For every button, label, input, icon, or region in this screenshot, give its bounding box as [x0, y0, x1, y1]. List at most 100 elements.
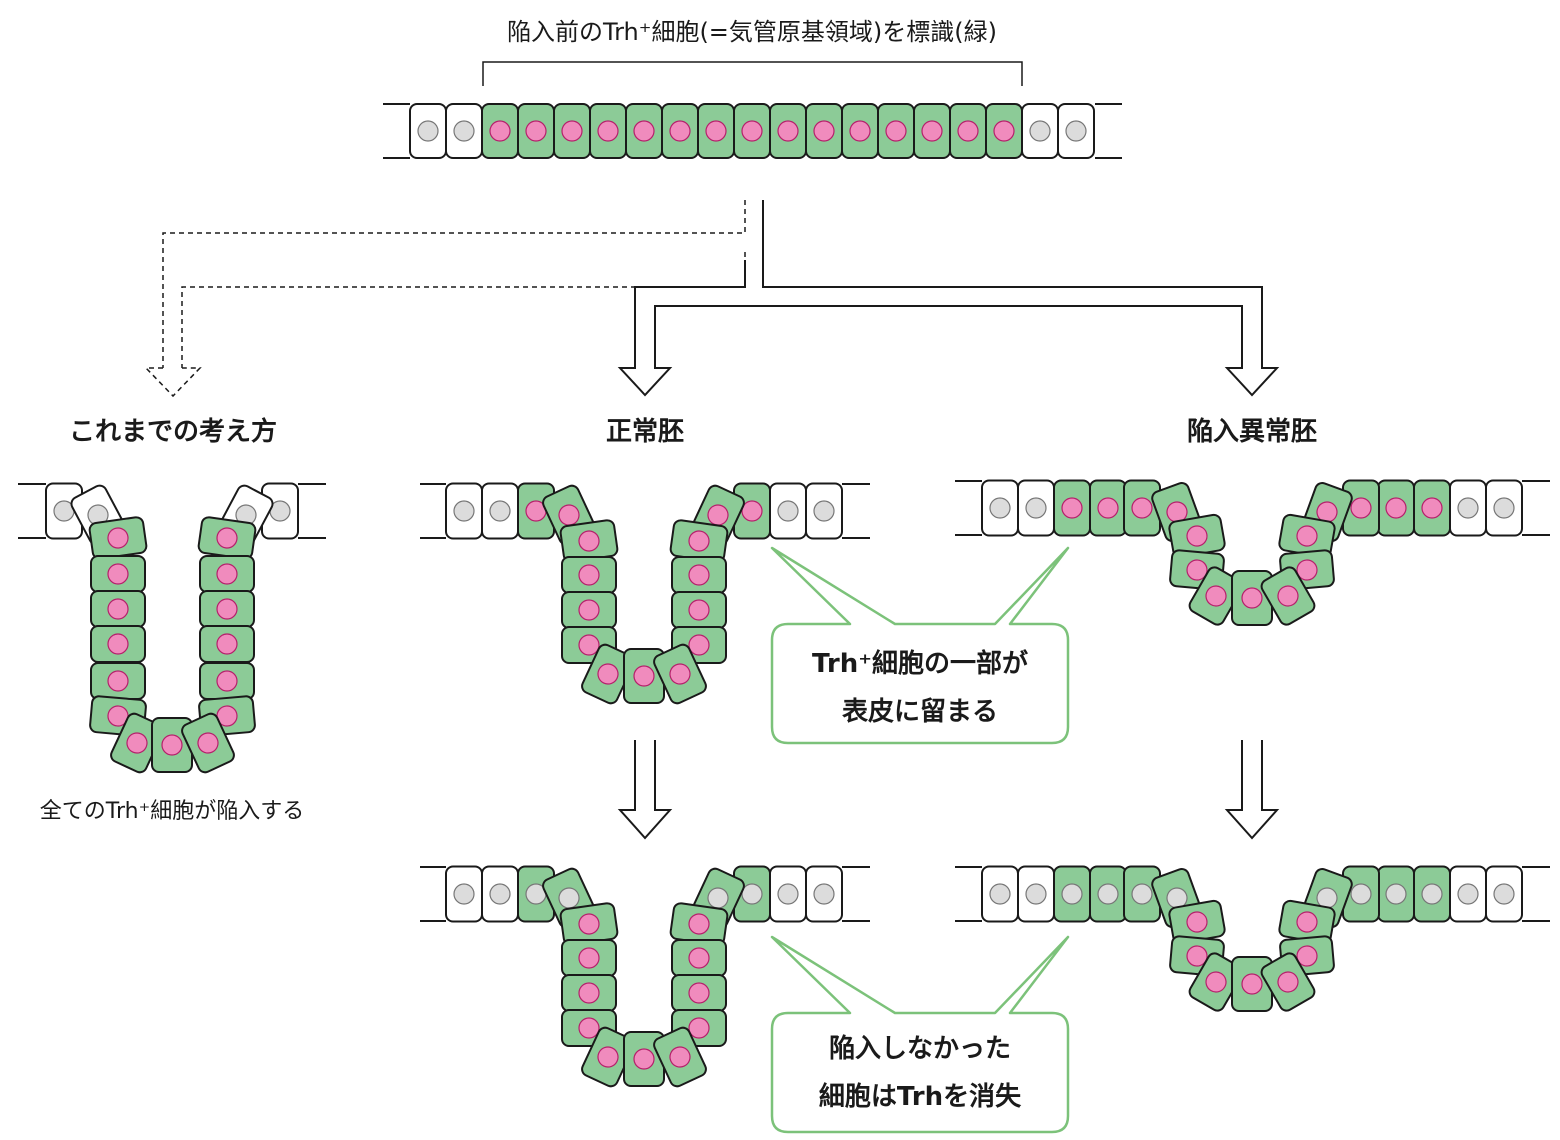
cell: [805, 865, 843, 923]
nucleus: [578, 530, 600, 552]
previous-view-tissue: [18, 482, 326, 774]
heading-abnormal-embryo: 陥入異常胚: [1187, 416, 1317, 447]
nucleus: [1277, 585, 1299, 607]
nucleus: [578, 599, 600, 621]
cell: [561, 591, 617, 629]
nucleus: [1457, 883, 1479, 905]
nucleus: [216, 633, 238, 655]
cell: [769, 482, 807, 540]
nucleus: [597, 1046, 619, 1068]
nucleus: [1493, 497, 1515, 519]
nucleus: [669, 663, 691, 685]
nucleus: [1186, 911, 1208, 933]
nucleus: [107, 527, 129, 549]
callout-1-line-1: Trh⁺細胞の一部が: [812, 648, 1028, 679]
abnormal-embryo-stage-2: [955, 865, 1550, 1012]
cell: [1089, 479, 1127, 537]
nucleus: [489, 120, 511, 142]
nucleus: [777, 120, 799, 142]
cell: [1021, 103, 1059, 159]
nucleus: [1131, 883, 1153, 905]
nucleus: [1065, 120, 1087, 142]
cell: [561, 939, 617, 977]
arrow-to-previous-view: [144, 200, 746, 398]
cell: [90, 625, 146, 663]
nucleus: [813, 120, 835, 142]
nucleus: [1205, 585, 1227, 607]
nucleus: [688, 634, 710, 656]
cell: [197, 516, 257, 560]
top-epithelium: [383, 103, 1122, 159]
nucleus: [453, 120, 475, 142]
nucleus: [489, 883, 511, 905]
nucleus: [633, 120, 655, 142]
nucleus: [741, 883, 763, 905]
nucleus: [633, 665, 655, 687]
nucleus: [849, 120, 871, 142]
arrow-normal-down: [617, 740, 673, 840]
nucleus: [216, 527, 238, 549]
nucleus: [1421, 497, 1443, 519]
cell: [1053, 865, 1091, 923]
callout-remaining-cells: Trh⁺細胞の一部が 表皮に留まる: [770, 546, 1070, 745]
cell: [671, 591, 727, 629]
nucleus: [1493, 883, 1515, 905]
cell: [181, 712, 235, 774]
nucleus: [688, 947, 710, 969]
nucleus: [688, 564, 710, 586]
cell: [1449, 479, 1487, 537]
nucleus: [1296, 945, 1318, 967]
cell: [671, 974, 727, 1012]
cell: [90, 590, 146, 628]
cell: [445, 103, 483, 159]
cell: [1188, 566, 1244, 626]
nucleus: [1186, 525, 1208, 547]
nucleus: [578, 947, 600, 969]
nucleus: [1385, 497, 1407, 519]
heading-previous-view: これまでの考え方: [69, 416, 277, 447]
nucleus: [1186, 559, 1208, 581]
cell: [1377, 479, 1415, 537]
nucleus: [1061, 497, 1083, 519]
nucleus: [741, 120, 763, 142]
nucleus: [1097, 883, 1119, 905]
nucleus: [1457, 497, 1479, 519]
arrow-to-normal-embryo: [617, 200, 1280, 397]
cell: [841, 103, 879, 159]
nucleus: [1025, 883, 1047, 905]
cell: [653, 1026, 707, 1088]
cell: [90, 555, 146, 593]
nucleus: [813, 500, 835, 522]
nucleus: [1296, 559, 1318, 581]
nucleus: [578, 913, 600, 935]
cell: [1123, 479, 1161, 537]
cell: [1053, 479, 1091, 537]
cell: [661, 103, 699, 159]
nucleus: [107, 563, 129, 585]
cell: [445, 865, 483, 923]
cell: [199, 590, 255, 628]
cell: [553, 103, 591, 159]
normal-embryo-stage-1: [420, 482, 870, 705]
nucleus: [1277, 971, 1299, 993]
nucleus: [525, 120, 547, 142]
cell: [445, 482, 483, 540]
nucleus: [688, 1017, 710, 1039]
cell: [1089, 865, 1127, 923]
nucleus: [741, 500, 763, 522]
callout-2-line-1: 陥入しなかった: [829, 1033, 1011, 1064]
nucleus: [597, 663, 619, 685]
cell: [1377, 865, 1415, 923]
nucleus: [1131, 497, 1153, 519]
nucleus: [957, 120, 979, 142]
nucleus: [216, 598, 238, 620]
nucleus: [669, 1046, 691, 1068]
nucleus: [453, 883, 475, 905]
nucleus: [1421, 883, 1443, 905]
cell: [517, 103, 555, 159]
cell: [199, 662, 255, 700]
nucleus: [417, 120, 439, 142]
cell: [1057, 103, 1095, 159]
nucleus: [633, 1048, 655, 1070]
